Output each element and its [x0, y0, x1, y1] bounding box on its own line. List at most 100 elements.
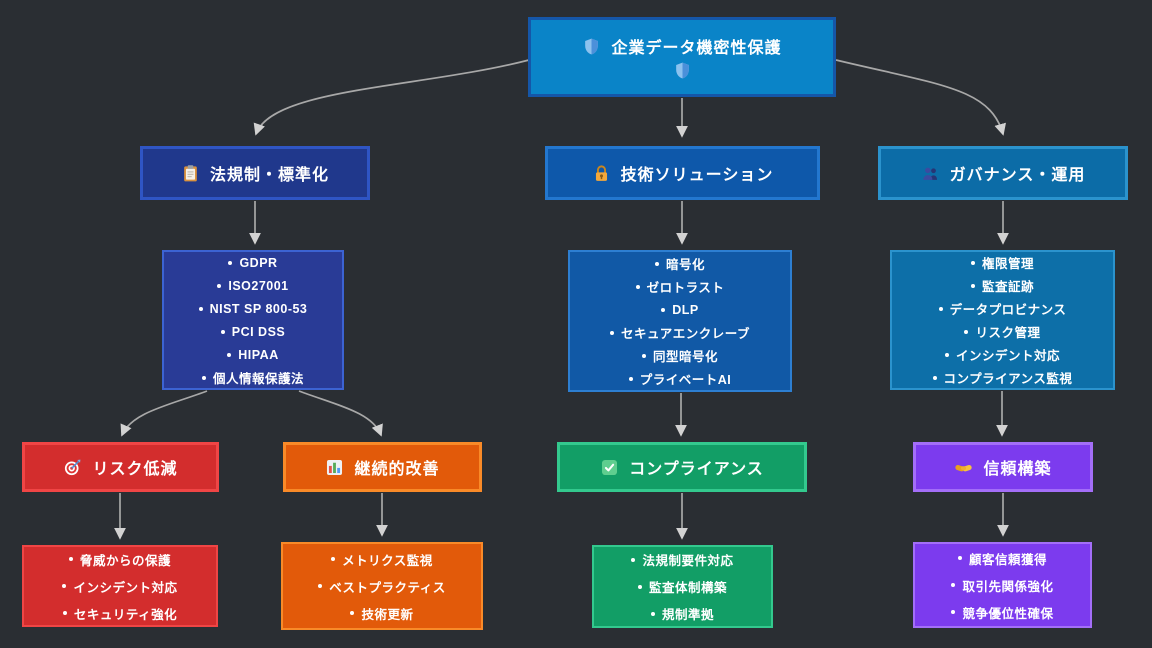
- bullet-dot: [641, 353, 646, 358]
- list-item: インシデント対応: [944, 343, 1060, 366]
- bullet-dot: [970, 260, 975, 265]
- branch-label: 技術ソリューション: [620, 167, 774, 184]
- bullet-dot: [951, 583, 956, 587]
- bullet-dot: [609, 330, 614, 335]
- people-icon: [921, 164, 940, 183]
- bullet-dot: [938, 306, 943, 311]
- bullet-dot: [970, 283, 975, 288]
- governance-items: 権限管理 監査証跡 データプロビナンス リスク管理 インシデント対応 コンプライ…: [896, 251, 1109, 389]
- list-item: ベストプラクティス: [318, 573, 446, 600]
- branch-node-governance: ガバナンス・運用: [878, 146, 1128, 200]
- list-item: コンプライアンス監視: [932, 366, 1073, 389]
- bullet-dot: [637, 584, 642, 589]
- bullet-dot: [964, 329, 969, 334]
- list-item: 監査体制構築: [637, 573, 727, 600]
- tech-items: 暗号化 ゼロトラスト DLP セキュアエンクレーブ 同型暗号化 プライベートAI: [574, 252, 786, 390]
- list-item: 法規制要件対応: [631, 546, 733, 573]
- list-item: GDPR: [228, 251, 277, 274]
- root-title-row: 企業データ機密性保護: [582, 34, 781, 58]
- improve-items: メトリクス監視 ベストプラクティス 技術更新: [287, 546, 477, 627]
- edge-root-legal: [253, 59, 530, 136]
- list-item: 取引先関係強化: [951, 572, 1053, 599]
- bullet-dot: [932, 375, 937, 380]
- list-item: 権限管理: [970, 251, 1034, 274]
- list-item: インシデント対応: [62, 573, 177, 600]
- branch-node-legal: 法規制・標準化: [140, 146, 370, 200]
- outcome-node-compliance: コンプライアンス: [557, 442, 807, 492]
- bullet-dot: [628, 376, 633, 381]
- bullet-dot: [957, 556, 962, 560]
- bullet-dot: [68, 557, 73, 561]
- bullet-dot: [661, 307, 666, 312]
- risk-items: 脅威からの保護 インシデント対応 セキュリティ強化: [28, 546, 212, 627]
- bullet-dot: [654, 261, 659, 266]
- list-item: 暗号化: [654, 252, 705, 275]
- list-item: 同型暗号化: [641, 344, 718, 367]
- list-node-legal: GDPR ISO27001 NIST SP 800-53 PCI DSS HIP…: [162, 250, 344, 390]
- list-item: ゼロトラスト: [635, 275, 725, 298]
- bullet-dot: [951, 610, 956, 614]
- lock-icon: [592, 164, 611, 183]
- list-item: NIST SP 800-53: [198, 297, 308, 320]
- list-item: PCI DSS: [220, 320, 286, 343]
- list-item: 監査証跡: [970, 274, 1034, 297]
- shield-icon: [673, 61, 692, 80]
- list-item: データプロビナンス: [938, 297, 1067, 320]
- outcome-label: 信頼構築: [983, 461, 1052, 478]
- root-label: 企業データ機密性保護: [611, 40, 782, 57]
- list-item: 個人情報保護法: [201, 366, 304, 389]
- list-item: 顧客信頼獲得: [957, 545, 1047, 572]
- root-node: 企業データ機密性保護: [528, 17, 836, 97]
- list-item: リスク管理: [964, 320, 1040, 343]
- bullet-dot: [201, 375, 206, 380]
- bullet-dot: [227, 352, 232, 357]
- list-node-tech: 暗号化 ゼロトラスト DLP セキュアエンクレーブ 同型暗号化 プライベートAI: [568, 250, 792, 392]
- list-item: DLP: [661, 298, 699, 321]
- outcome-node-trust: 信頼構築: [913, 442, 1093, 492]
- branch-node-tech: 技術ソリューション: [545, 146, 820, 200]
- edge-root-governance: [835, 59, 1006, 136]
- bullet-dot: [198, 306, 203, 311]
- bullet-dot: [62, 611, 67, 615]
- bullet-dot: [331, 557, 336, 561]
- bullet-dot: [635, 284, 640, 289]
- compliance-items: 法規制要件対応 監査体制構築 規制準拠: [598, 546, 767, 627]
- edge-list-risk: [120, 390, 208, 437]
- shield-icon: [582, 37, 601, 56]
- bullet-dot: [944, 352, 949, 357]
- trust-items: 顧客信頼獲得 取引先関係強化 競争優位性確保: [919, 545, 1086, 626]
- bullet-dot: [631, 557, 636, 562]
- outcome-label: コンプライアンス: [629, 461, 764, 478]
- list-item: プライベートAI: [628, 367, 732, 390]
- list-node-governance: 権限管理 監査証跡 データプロビナンス リスク管理 インシデント対応 コンプライ…: [890, 250, 1115, 390]
- handshake-icon: [954, 458, 973, 477]
- list-item: 技術更新: [350, 600, 413, 627]
- check-icon: [600, 458, 619, 477]
- bullet-dot: [228, 260, 233, 265]
- branch-label: ガバナンス・運用: [949, 167, 1086, 184]
- bullet-dot: [650, 611, 655, 616]
- clipboard-icon: [181, 164, 200, 183]
- bullet-dot: [217, 283, 222, 288]
- outcome-node-risk: リスク低減: [22, 442, 219, 492]
- bullet-dot: [318, 584, 323, 588]
- branch-label: 法規制・標準化: [209, 167, 329, 184]
- detail-node-risk: 脅威からの保護 インシデント対応 セキュリティ強化: [22, 545, 218, 627]
- list-item: HIPAA: [227, 343, 278, 366]
- chart-icon: [325, 458, 344, 477]
- list-item: ISO27001: [217, 274, 288, 297]
- list-item: セキュアエンクレーブ: [609, 321, 750, 344]
- detail-node-compliance: 法規制要件対応 監査体制構築 規制準拠: [592, 545, 773, 628]
- outcome-node-improve: 継続的改善: [283, 442, 482, 492]
- edge-list-improve: [298, 390, 383, 437]
- detail-node-improve: メトリクス監視 ベストプラクティス 技術更新: [281, 542, 483, 630]
- bullet-dot: [62, 584, 67, 588]
- list-item: 脅威からの保護: [68, 546, 171, 573]
- legal-items: GDPR ISO27001 NIST SP 800-53 PCI DSS HIP…: [168, 251, 338, 389]
- detail-node-trust: 顧客信頼獲得 取引先関係強化 競争優位性確保: [913, 542, 1092, 628]
- target-icon: [63, 458, 82, 477]
- bullet-dot: [350, 611, 355, 615]
- list-item: セキュリティ強化: [62, 600, 177, 627]
- outcome-label: 継続的改善: [354, 461, 440, 478]
